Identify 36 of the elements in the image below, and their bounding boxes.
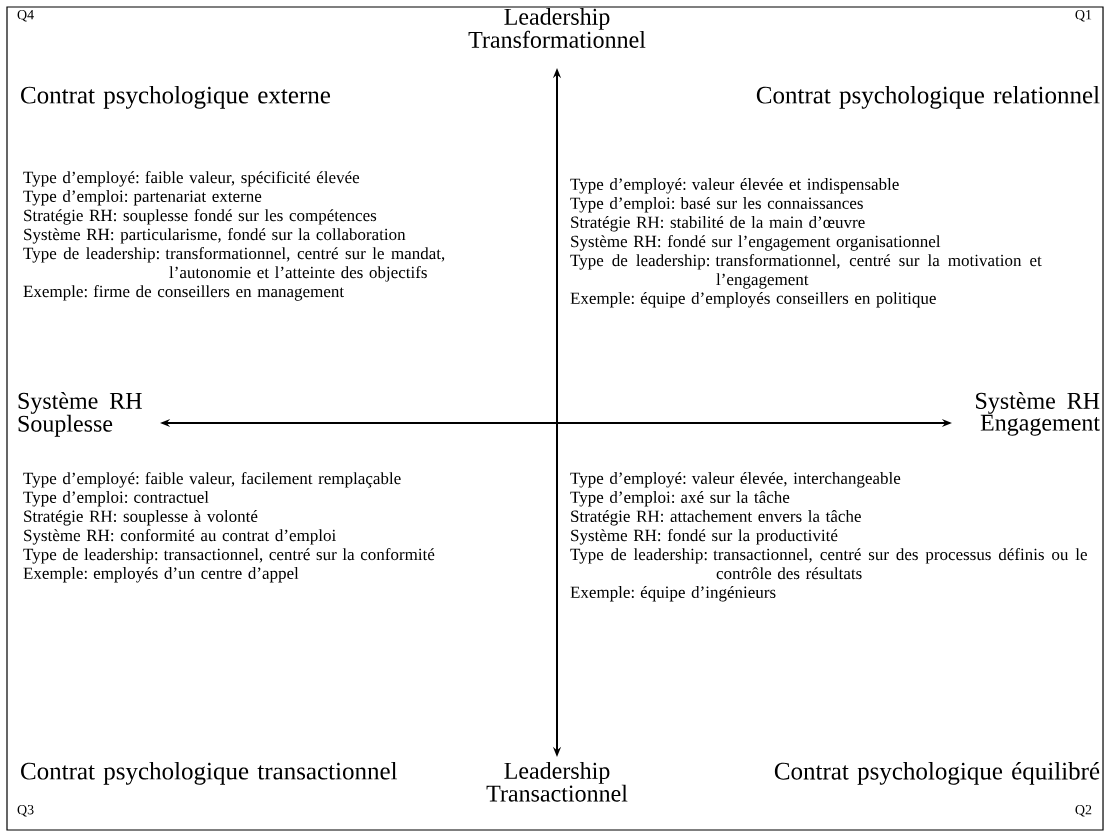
quadrant-number: Q3 xyxy=(17,805,34,817)
description-line: Système RH: fondé sur l’engagement organisationnel xyxy=(571,235,941,251)
description-line: Type d’emploi: basé sur les connaissances xyxy=(570,197,863,213)
description-line: Stratégie RH: attachement envers la tâche xyxy=(571,510,861,526)
description-line: Type d’employé: valeur élevée, interchangeable xyxy=(570,472,901,488)
description-line: Type d’employé: faible valeur, spécificité élevée xyxy=(23,171,360,187)
quadrant-number: Q1 xyxy=(1075,10,1092,22)
quadrant-title: Contrat psychologique équilibré xyxy=(774,762,1100,785)
quadrant-title: Contrat psychologique relationnel xyxy=(756,86,1100,109)
description-line: Type d’emploi: axé sur la tâche xyxy=(570,491,790,507)
quadrant-title: Contrat psychologique transactionnel xyxy=(21,762,398,785)
axis-label: Système RH Engagement xyxy=(976,392,1100,436)
description-line: Stratégie RH: souplesse à volonté xyxy=(24,510,258,526)
description-line: Exemple: employés d’un centre d’appel xyxy=(23,567,299,583)
description-line: Type de leadership: transactionnel, centré sur des processus définis ou le contrôle des résultats xyxy=(570,548,1087,580)
quadrant-number: Q2 xyxy=(1075,805,1092,817)
quadrant-title: Contrat psychologique externe xyxy=(21,86,331,109)
quadrant-number: Q4 xyxy=(17,10,34,22)
description-line: Type de leadership: transformationnel, centré sur le mandat, l’autonomie et l’atteinte des objectifs xyxy=(23,247,445,282)
description-line: Type d’emploi: contractuel xyxy=(23,491,209,507)
description-line: Type d’employé: valeur élevée et indispensable xyxy=(570,178,899,194)
description-line: Type d’employé: faible valeur, facilement remplaçable xyxy=(23,472,401,488)
description-line: Exemple: firme de conseillers en management xyxy=(23,285,344,301)
description-line: Stratégie RH: stabilité de la main d’œuvre xyxy=(571,216,865,232)
description-line: Système RH: particularisme, fondé sur la collaboration xyxy=(24,228,406,244)
description-line: Système RH: conformité au contrat d’emploi xyxy=(24,529,336,545)
description-line: Type de leadership: transformationnel, centré sur la motivation et l’engagement xyxy=(570,254,1042,289)
description-line: Type d’emploi: partenariat externe xyxy=(23,190,262,206)
axis-label: Leadership Transactionnel xyxy=(486,762,628,802)
description-line: Stratégie RH: souplesse fondé sur les compétences xyxy=(24,209,377,225)
description-line: Exemple: équipe d’ingénieurs xyxy=(570,586,776,602)
description-line: Système RH: fondé sur la productivité xyxy=(571,529,838,545)
description-line: Exemple: équipe d’employés conseillers en politique xyxy=(570,292,936,308)
axis-label: Système RH Souplesse xyxy=(18,392,142,437)
axis-label: Leadership Transformationnel xyxy=(468,8,646,48)
description-line: Type de leadership: transactionnel, centré sur la conformité xyxy=(23,548,435,564)
